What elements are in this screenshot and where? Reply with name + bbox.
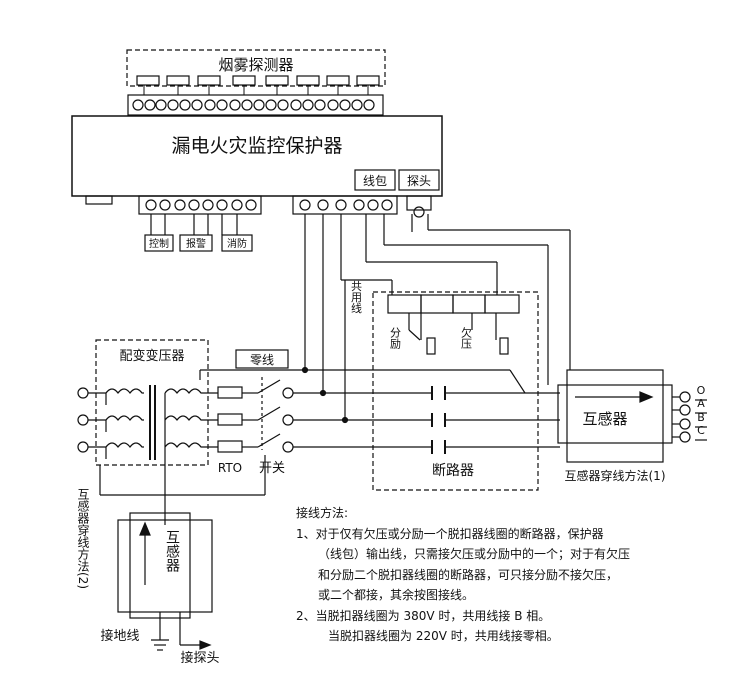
sensor-label-1: 互感器 [582, 410, 627, 428]
smoke-detector-label: 烟雾探测器 [218, 56, 293, 74]
coil-terminal-strip [292, 195, 398, 215]
notes-line-5: 2、当脱扣器线圈为 380V 时，共用线接 B 相。 [296, 608, 551, 623]
switch-label: 开关 [259, 461, 285, 476]
smoke-detector-box [126, 49, 386, 87]
output-terminal-strip [138, 195, 262, 215]
shunt-label: 分励 [389, 327, 402, 350]
probe-box-label: 探头 [407, 174, 431, 188]
phase-label-b: B [697, 411, 705, 424]
notes-line-4: 或二个都接，其余按图接线。 [318, 588, 475, 602]
sensor-method-1: 互感器穿线方法(1) [565, 468, 666, 483]
phase-label-a: A [697, 397, 705, 410]
probe-box [398, 169, 440, 191]
sensor-method-2: 互感器穿线方法(2) [76, 488, 90, 589]
phase-label-o: O [697, 384, 706, 397]
coil-box [354, 169, 396, 191]
sensor-2-outer [117, 519, 213, 613]
breaker-label: 断路器 [432, 463, 474, 479]
sensor-1-core [557, 384, 673, 444]
output-label-fire: 消防 [227, 237, 247, 250]
undervoltage-label: 欠压 [460, 326, 473, 350]
wiring-notes: 接线方法: 1、对于仅有欠压或分励一个脱扣器线圈的断路器，保护器 （线包）输出线… [296, 503, 736, 647]
detector-units [136, 75, 380, 86]
notes-line-6: 当脱扣器线圈为 220V 时，共用线接零相。 [328, 629, 559, 643]
output-box-fire [221, 234, 253, 252]
output-terminals [145, 199, 257, 211]
output-label-alarm: 报警 [186, 237, 206, 250]
sensor-1-outer [566, 369, 664, 463]
output-box-alarm [179, 234, 213, 252]
neutral-box [235, 349, 289, 369]
transformer-primary-coils [77, 387, 144, 459]
notes-line-3: 和分励二个脱扣器线圈的断路器，可只接分励不接欠压， [318, 567, 619, 582]
notes-title: 接线方法: [296, 506, 349, 520]
common-wire-label: 共用线 [350, 280, 363, 313]
transformer-label: 配变变压器 [119, 348, 184, 364]
output-label-control: 控制 [149, 237, 169, 250]
breaker-box [372, 291, 539, 491]
transformer-secondary-coils [164, 388, 218, 475]
phase-label-c: C [697, 424, 705, 437]
transformer-box [95, 339, 209, 466]
coil-terminals [299, 199, 393, 211]
fuse-a [217, 386, 243, 399]
coil-box-label: 线包 [363, 174, 387, 188]
sensor-label-2: 互感器 [164, 530, 180, 572]
top-terminals [132, 99, 375, 111]
fuse-c [217, 440, 243, 453]
notes-line-2: （线包）输出线，只需接欠压或分励中的一个；对于有欠压 [318, 547, 631, 561]
probe-connect-label: 接探头 [180, 650, 219, 666]
neutral-label: 零线 [250, 353, 274, 367]
rto-label: RTO [218, 461, 242, 475]
top-terminal-strip [127, 94, 384, 116]
output-box-control [144, 234, 174, 252]
fuse-b [217, 413, 243, 426]
ground-label: 接地线 [100, 628, 139, 644]
notes-line-1: 1、对于仅有欠压或分励一个脱扣器线圈的断路器，保护器 [296, 526, 604, 541]
controller-title: 漏电火灾监控保护器 [171, 135, 342, 157]
sensor-2-core [129, 512, 191, 619]
